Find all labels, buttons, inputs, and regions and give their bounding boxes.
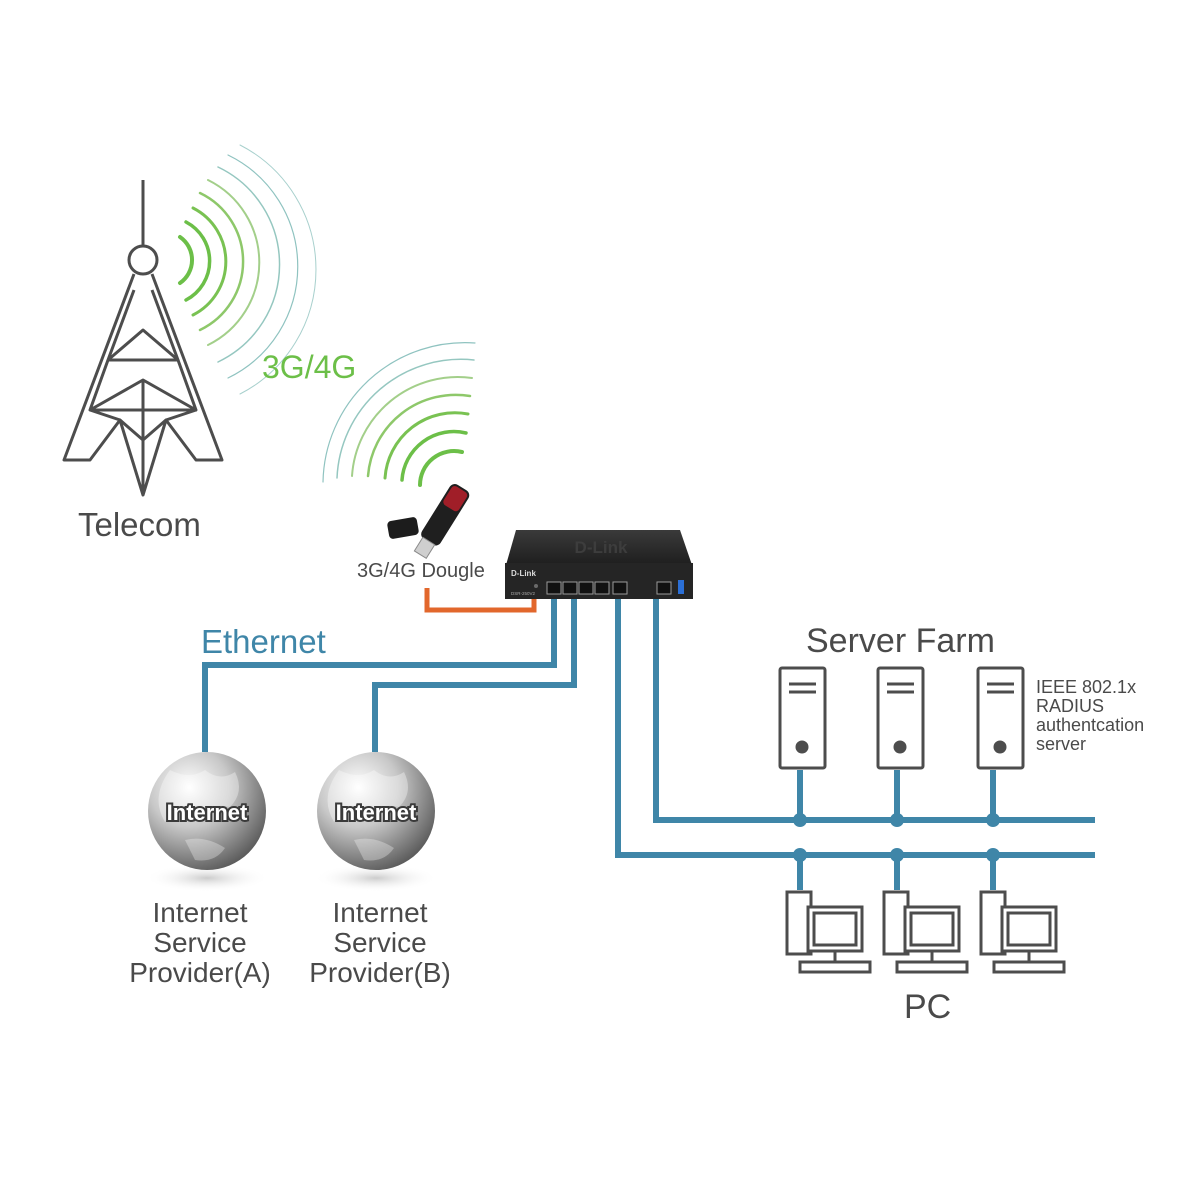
usb-cable bbox=[424, 588, 537, 613]
server-icon-2 bbox=[876, 666, 925, 770]
telecom-tower-icon bbox=[62, 180, 224, 497]
radius-line-4: server bbox=[1036, 734, 1087, 754]
cable-server-bus bbox=[653, 595, 1095, 823]
ethernet-cables bbox=[202, 595, 1095, 890]
router-ports bbox=[546, 581, 672, 595]
cable-isp-a bbox=[202, 595, 557, 752]
globe-a-label: Internet bbox=[167, 800, 248, 825]
tower-signal-waves bbox=[178, 144, 317, 395]
pc-label: PC bbox=[904, 988, 952, 1026]
radius-line-2: RADIUS bbox=[1036, 696, 1105, 716]
pc-icon-2 bbox=[882, 890, 969, 974]
telecom-label: Telecom bbox=[78, 506, 201, 543]
cable-pc-bus bbox=[615, 595, 1095, 858]
usb-dongle-icon bbox=[387, 484, 470, 560]
server-icon-3 bbox=[976, 666, 1025, 770]
isp-b-line-1: Internet bbox=[332, 897, 428, 928]
router-icon: D-Link D-Link DSR-250V2 bbox=[505, 530, 693, 599]
isp-a-line-2: Service bbox=[153, 927, 247, 958]
radius-line-3: authentcation bbox=[1036, 715, 1145, 735]
bus-junction-dots bbox=[793, 813, 1000, 862]
internet-globe-b-icon: Internet bbox=[314, 752, 438, 892]
isp-b-line-2: Service bbox=[333, 927, 427, 958]
router-front-logo: D-Link bbox=[511, 569, 536, 578]
isp-a-line-1: Internet bbox=[152, 897, 248, 928]
isp-a-label: Internet Service Provider(A) bbox=[110, 898, 290, 988]
isp-b-label: Internet Service Provider(B) bbox=[290, 898, 470, 988]
internet-globe-a-icon: Internet bbox=[145, 752, 269, 892]
cable-isp-b bbox=[372, 595, 577, 752]
router-top-logo: D-Link bbox=[575, 538, 628, 557]
server-icon-1 bbox=[778, 666, 827, 770]
server-farm-label: Server Farm bbox=[806, 622, 995, 660]
wireless-label: 3G/4G bbox=[262, 349, 357, 385]
globe-b-label: Internet bbox=[336, 800, 417, 825]
ethernet-label: Ethernet bbox=[201, 623, 326, 660]
pc-icon-1 bbox=[785, 890, 872, 974]
isp-b-line-3: Provider(B) bbox=[309, 957, 451, 988]
radius-line-1: IEEE 802.1x bbox=[1036, 677, 1137, 697]
dongle-signal-waves bbox=[322, 342, 476, 487]
radius-server-label: IEEE 802.1x RADIUS authentcation server bbox=[1036, 678, 1144, 754]
pc-icon-3 bbox=[979, 890, 1066, 974]
dongle-label: 3G/4G Dougle bbox=[357, 560, 485, 582]
isp-a-line-3: Provider(A) bbox=[129, 957, 271, 988]
router-model-label: DSR-250V2 bbox=[511, 591, 536, 596]
